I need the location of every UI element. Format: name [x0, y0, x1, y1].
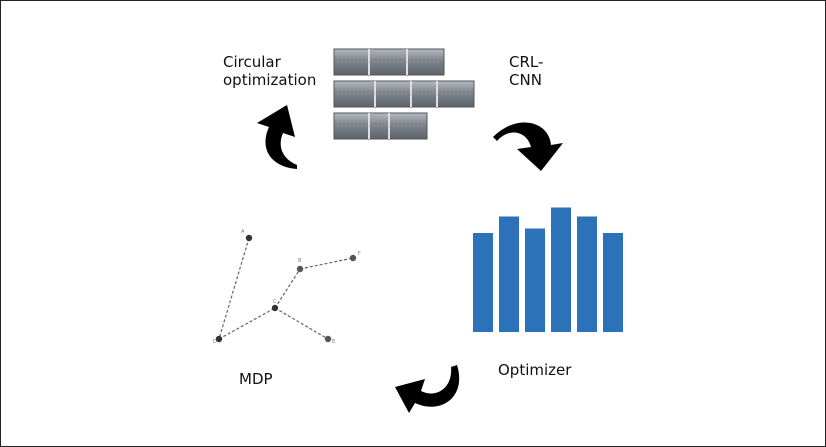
graph-node-label: C: [273, 299, 277, 305]
graph-node-label: F: [358, 251, 361, 257]
optimizer-label: Optimizer: [498, 361, 572, 379]
circular-label-line1: Circular: [223, 53, 281, 71]
graph-node-f: [349, 254, 357, 262]
graph-node-e: [324, 335, 332, 343]
mdp-label: MDP: [239, 370, 273, 388]
graph-node-a: [245, 234, 253, 242]
crl-cnn-label: CRL- CNN: [509, 53, 543, 89]
circular-label-line2: optimization: [223, 71, 317, 89]
circular-optimization-label: Circular optimization: [223, 53, 316, 89]
curved-arrow-icon: [395, 365, 460, 413]
optimizer-bar: [473, 233, 493, 332]
mdp-graph: A B F C D E: [213, 229, 361, 345]
graph-node-label: A: [241, 229, 245, 235]
graph-node-c: [271, 304, 279, 312]
server-row-2: [333, 80, 475, 108]
server-row-1: [333, 48, 445, 76]
server-row-3: [333, 112, 428, 140]
optimizer-bar: [577, 216, 597, 332]
optimizer-bar: [525, 228, 545, 332]
curved-arrow-icon: [257, 105, 297, 169]
graph-node-d: [215, 335, 223, 343]
optimizer-bar-chart-icon: [473, 207, 623, 332]
graph-node-label: B: [298, 258, 302, 264]
curved-arrow-icon: [493, 122, 563, 171]
graph-node-label: D: [213, 339, 217, 345]
crl-label-line1: CRL-: [509, 53, 544, 71]
graph-node-label: E: [332, 339, 335, 345]
optimizer-bar: [499, 216, 519, 332]
graph-node-b: [296, 265, 304, 273]
optimizer-bar: [551, 207, 571, 332]
server-rack-icon: [333, 48, 475, 140]
crl-label-line2: CNN: [509, 71, 542, 89]
optimizer-bar: [603, 233, 623, 332]
